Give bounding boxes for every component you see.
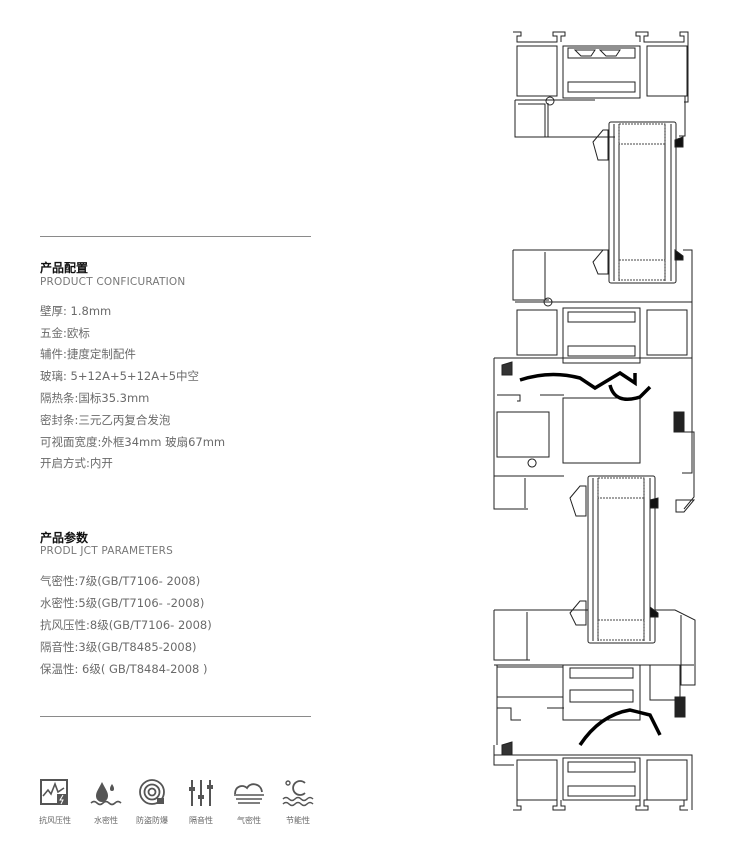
config-item: 隔热条:国标35.3mm — [40, 391, 150, 405]
param-item: 水密性:5级(GB/T7106- -2008) — [40, 596, 205, 610]
air-tightness-icon — [234, 783, 264, 804]
top-frame-profile — [513, 31, 689, 138]
param-item: 气密性:7级(GB/T7106- 2008) — [40, 574, 201, 588]
config-item: 玻璃: 5+12A+5+12A+5中空 — [40, 369, 200, 383]
params-title: 产品参数 — [40, 531, 89, 545]
param-item: 保温性: 6级( GB/T8484-2008 ) — [40, 662, 208, 676]
feature-label: 气密性 — [237, 816, 261, 825]
divider-top — [40, 236, 311, 237]
config-item: 开启方式:内开 — [40, 456, 113, 470]
config-item: 五金:欧标 — [40, 326, 90, 340]
feature-label: 水密性 — [94, 816, 118, 825]
water-tightness-icon — [90, 782, 122, 806]
feature-label: 隔音性 — [189, 816, 213, 825]
config-item: 辅件:捷度定制配件 — [40, 347, 136, 361]
feature-label: 节能性 — [286, 816, 310, 825]
params-subtitle: PRODL JCT PARAMETERS — [40, 545, 173, 557]
config-item: 可视面宽度:外框34mm 玻扇67mm — [40, 435, 226, 449]
lower-glass-pane — [569, 475, 696, 644]
feature-label: 抗风压性 — [39, 816, 71, 825]
anti-theft-icon — [139, 779, 165, 805]
config-title: 产品配置 — [40, 261, 89, 275]
config-item: 壁厚: 1.8mm — [40, 304, 112, 318]
config-subtitle: PRODUCT CONFICURATION — [40, 276, 186, 288]
energy-saving-icon — [282, 780, 314, 807]
param-item: 隔音性:3级(GB/T8485-2008) — [40, 640, 197, 654]
divider-bottom — [40, 716, 311, 717]
param-item: 抗风压性:8级(GB/T7106- 2008) — [40, 618, 212, 632]
wind-pressure-icon — [40, 779, 68, 805]
sound-insulation-icon — [189, 780, 213, 806]
upper-glass-pane — [592, 121, 684, 284]
config-item: 密封条:三元乙丙复合发泡 — [40, 413, 171, 427]
middle-frame-profile — [493, 249, 695, 510]
feature-label: 防盗防爆 — [136, 816, 168, 825]
bottom-frame-profile — [493, 609, 696, 811]
